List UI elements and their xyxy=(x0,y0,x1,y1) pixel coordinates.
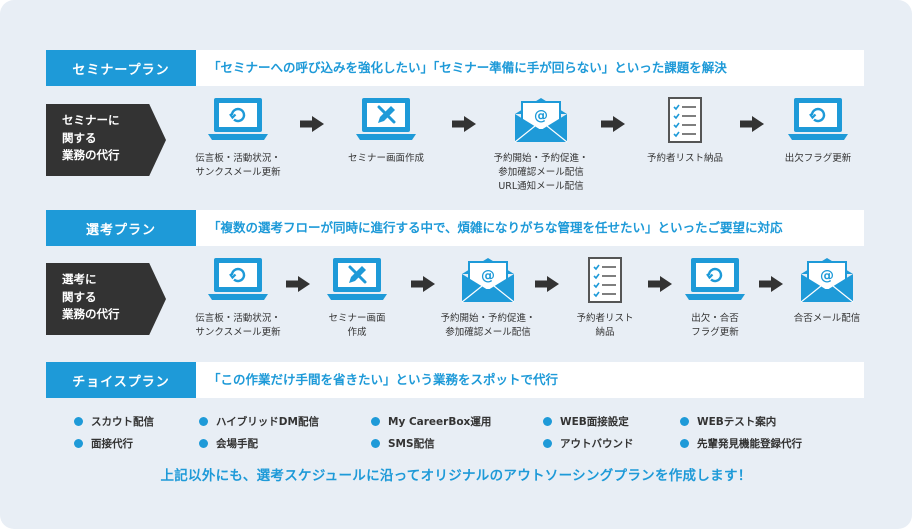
svg-text:@: @ xyxy=(481,268,495,284)
arrow-right-icon xyxy=(739,116,764,136)
mail-icon: @ xyxy=(762,256,892,306)
choice-item-label: SMS配信 xyxy=(388,438,435,450)
seminar-plan-band: セミナープラン 「セミナーへの呼び込みを強化したい」「セミナー準備に手が回らない… xyxy=(46,50,864,86)
bullet-dot-icon xyxy=(371,439,380,448)
choice-item-label: スカウト配信 xyxy=(91,416,154,428)
laptop-refresh-icon xyxy=(650,256,780,306)
seminar-agency-text: セミナーに 関する 業務の代行 xyxy=(62,113,120,162)
selection-step-6: @ 合否メール配信 xyxy=(762,256,892,326)
selection-step-1: 伝言板・活動状況・ サンクスメール更新 xyxy=(173,256,303,340)
choice-item-label: アウトバウンド xyxy=(560,438,634,450)
choice-item: WEB面接設定 xyxy=(543,414,629,429)
seminar-step-caption: 予約者リスト納品 xyxy=(646,153,723,164)
bullet-dot-icon xyxy=(74,417,83,426)
bullet-dot-icon xyxy=(199,439,208,448)
checklist-icon xyxy=(620,96,750,146)
seminar-step-5: 出欠フラグ更新 xyxy=(753,96,883,166)
selection-step-caption: 伝言板・活動状況・ サンクスメール更新 xyxy=(195,313,281,338)
choice-item-label: WEB面接設定 xyxy=(560,416,629,428)
bullet-dot-icon xyxy=(199,417,208,426)
seminar-step-3: @ 予約開始・予約促進・ 参加確認メール配信 URL通知メール配信 xyxy=(476,96,606,194)
selection-step-caption: 合否メール配信 xyxy=(793,313,861,324)
svg-text:@: @ xyxy=(534,108,548,124)
selection-step-caption: 予約者リスト 納品 xyxy=(576,313,634,338)
selection-step-5: 出欠・合否 フラグ更新 xyxy=(650,256,780,340)
seminar-step-caption: セミナー画面作成 xyxy=(347,153,424,164)
choice-item-label: WEBテスト案内 xyxy=(697,416,777,428)
choice-plan-headline: 「この作業だけ手間を省きたい」という業務をスポットで代行 xyxy=(208,372,559,387)
seminar-step-1: 伝言板・活動状況・ サンクスメール更新 xyxy=(173,96,303,180)
mail-icon: @ xyxy=(423,256,553,306)
seminar-plan-label: セミナープラン xyxy=(46,50,196,86)
selection-agency-text: 選考に 関する 業務の代行 xyxy=(62,272,120,321)
bullet-dot-icon xyxy=(371,417,380,426)
choice-item: 会場手配 xyxy=(199,436,258,451)
selection-step-caption: セミナー画面 作成 xyxy=(328,313,386,338)
selection-agency-box: 選考に 関する 業務の代行 xyxy=(46,263,166,335)
svg-text:@: @ xyxy=(820,268,834,284)
choice-item: My CareerBox運用 xyxy=(371,414,491,429)
bullet-dot-icon xyxy=(543,439,552,448)
arrow-right-icon xyxy=(451,116,476,136)
checklist-icon xyxy=(540,256,670,306)
arrow-right-icon xyxy=(300,116,324,136)
seminar-agency-box: セミナーに 関する 業務の代行 xyxy=(46,104,166,176)
seminar-step-4: 予約者リスト納品 xyxy=(620,96,750,166)
choice-item-label: 会場手配 xyxy=(216,438,258,450)
choice-item: ハイブリッドDM配信 xyxy=(199,414,319,429)
laptop-refresh-icon xyxy=(173,96,303,146)
seminar-step-caption: 出欠フラグ更新 xyxy=(784,153,852,164)
choice-item-label: My CareerBox運用 xyxy=(388,416,492,428)
selection-step-caption: 出欠・合否 フラグ更新 xyxy=(691,313,739,338)
footer-note: 上記以外にも、選考スケジュールに沿ってオリジナルのアウトソーシングプランを作成し… xyxy=(160,468,752,484)
arrow-right-icon xyxy=(648,276,672,296)
bullet-dot-icon xyxy=(680,439,689,448)
mail-icon: @ xyxy=(476,96,606,146)
choice-item-label: 面接代行 xyxy=(91,438,133,450)
choice-item: スカウト配信 xyxy=(74,414,154,429)
choice-item: SMS配信 xyxy=(371,436,435,451)
selection-plan-headline: 「複数の選考フローが同時に進行する中で、煩雑になりがちな管理を任せたい」といった… xyxy=(208,220,783,235)
seminar-plan-headline: 「セミナーへの呼び込みを強化したい」「セミナー準備に手が回らない」といった課題を… xyxy=(208,60,727,75)
arrow-right-icon xyxy=(759,276,783,296)
seminar-step-caption: 予約開始・予約促進・ 参加確認メール配信 URL通知メール配信 xyxy=(493,153,589,192)
choice-item: WEBテスト案内 xyxy=(680,414,776,429)
arrow-right-icon xyxy=(601,116,625,136)
laptop-refresh-icon xyxy=(173,256,303,306)
choice-item: アウトバウンド xyxy=(543,436,634,451)
choice-item: 先輩発見機能登録代行 xyxy=(680,436,802,451)
selection-step-2: セミナー画面 作成 xyxy=(292,256,422,340)
selection-step-3: @ 予約開始・予約促進・ 参加確認メール配信 xyxy=(423,256,553,340)
choice-item-label: 先輩発見機能登録代行 xyxy=(697,438,802,450)
choice-plan-band: チョイスプラン 「この作業だけ手間を省きたい」という業務をスポットで代行 xyxy=(46,362,864,398)
selection-plan-label: 選考プラン xyxy=(46,210,196,246)
bullet-dot-icon xyxy=(543,417,552,426)
selection-plan-band: 選考プラン 「複数の選考フローが同時に進行する中で、煩雑になりがちな管理を任せた… xyxy=(46,210,864,246)
laptop-edit-icon xyxy=(321,96,451,146)
bullet-dot-icon xyxy=(74,439,83,448)
selection-step-4: 予約者リスト 納品 xyxy=(540,256,670,340)
arrow-right-icon xyxy=(285,276,310,296)
seminar-step-caption: 伝言板・活動状況・ サンクスメール更新 xyxy=(195,153,281,178)
choice-item: 面接代行 xyxy=(74,436,133,451)
bullet-dot-icon xyxy=(680,417,689,426)
selection-step-caption: 予約開始・予約促進・ 参加確認メール配信 xyxy=(440,313,536,338)
laptop-edit-icon xyxy=(292,256,422,306)
choice-item-label: ハイブリッドDM配信 xyxy=(216,416,319,428)
choice-plan-label: チョイスプラン xyxy=(46,362,196,398)
arrow-right-icon xyxy=(410,276,435,296)
arrow-right-icon xyxy=(534,276,559,296)
seminar-step-2: セミナー画面作成 xyxy=(321,96,451,166)
laptop-refresh-icon xyxy=(753,96,883,146)
